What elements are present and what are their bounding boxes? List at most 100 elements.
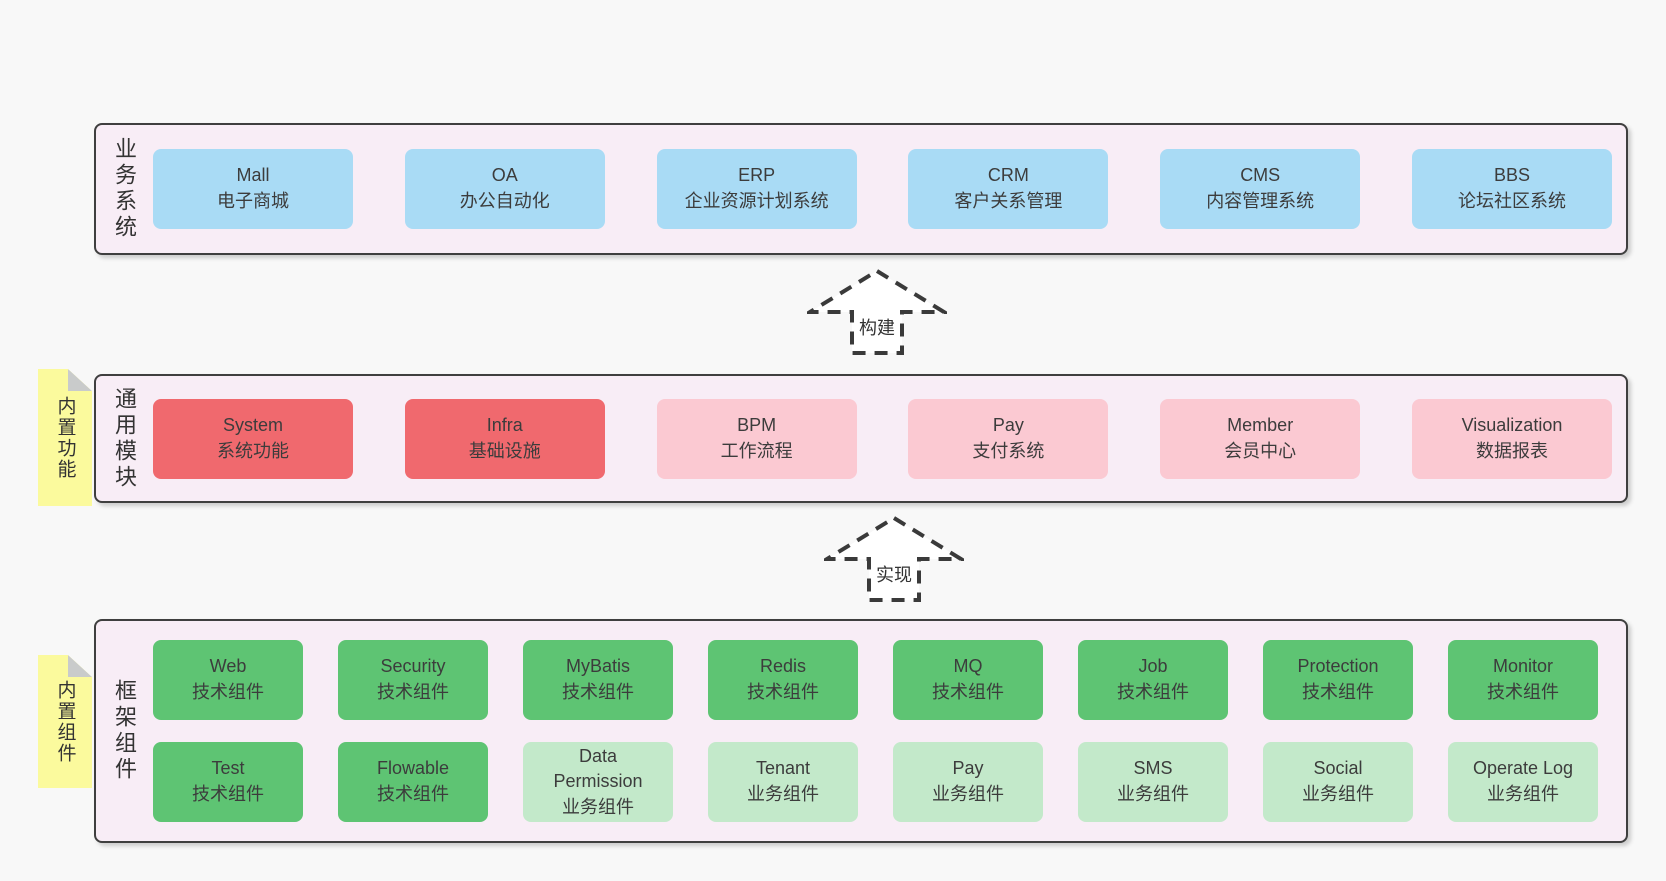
box-subtitle: 企业资源计划系统: [684, 191, 829, 211]
box-subtitle: 工作流程: [720, 440, 793, 461]
side-label-common-modules: 通用模块: [112, 386, 137, 491]
box-pay: Pay 支付系统: [908, 398, 1109, 479]
box-web: Web 技术组件: [153, 640, 303, 720]
box-infra: Infra 基础设施: [404, 398, 605, 479]
box-subtitle: 论坛社区系统: [1457, 191, 1566, 211]
box-subtitle: 电子商城: [217, 191, 289, 211]
box-subtitle: 系统功能: [217, 440, 289, 461]
box-data-permission: Data Permission 业务组件: [523, 742, 673, 822]
box-title: ERP: [738, 165, 776, 186]
box-subtitle: 技术组件: [1302, 682, 1374, 702]
box-subtitle: 技术组件: [192, 682, 264, 702]
box-subtitle: 数据报表: [1475, 440, 1548, 461]
box-visualization: Visualization 数据报表: [1411, 398, 1612, 479]
box-subtitle: 业务组件: [1487, 784, 1559, 804]
box-row: System 系统功能 Infra 基础设施 BPM 工作流程 Pay 支付系统 Member 会…: [153, 398, 1612, 479]
box-title: Operate Log: [1472, 758, 1574, 779]
box-cms: CMS 内容管理系统: [1160, 149, 1361, 229]
box-operate-log: Operate Log 业务组件: [1448, 742, 1598, 822]
box-subtitle: 技术组件: [747, 682, 819, 702]
box-title: MyBatis: [565, 656, 630, 677]
box-subtitle: 技术组件: [377, 784, 449, 804]
box-title: Member: [1227, 414, 1294, 435]
box-mybatis: MyBatis 技术组件: [523, 640, 673, 720]
box-title: Pay: [952, 758, 984, 779]
folded-corner-icon: [68, 369, 92, 391]
arrow-label: 构建: [859, 318, 895, 338]
box-subtitle: 业务组件: [932, 784, 1004, 804]
box-subtitle: 业务组件: [747, 784, 819, 804]
box-title: Tenant: [755, 758, 811, 779]
box-sms: SMS 业务组件: [1078, 742, 1228, 822]
box-title: Monitor: [1492, 656, 1554, 677]
box-job: Job 技术组件: [1078, 640, 1228, 720]
box-pay: Pay 业务组件: [893, 742, 1043, 822]
arrow-up-build: 构建: [807, 268, 947, 356]
box-title: MQ: [953, 656, 983, 677]
box-subtitle: 技术组件: [1117, 682, 1189, 702]
box-title: CMS: [1240, 165, 1281, 186]
box-erp: ERP 企业资源计划系统: [656, 149, 857, 229]
side-label-business-systems: 业务系统: [112, 137, 137, 241]
box-title: Redis: [759, 656, 807, 677]
box-monitor: Monitor 技术组件: [1448, 640, 1598, 720]
box-title: Web: [209, 656, 247, 677]
box-protection: Protection 技术组件: [1263, 640, 1413, 720]
box-subtitle: 业务组件: [562, 796, 634, 817]
box-subtitle: 技术组件: [192, 784, 264, 804]
box-subtitle: 技术组件: [932, 682, 1004, 702]
box-bpm: BPM 工作流程: [656, 398, 857, 479]
box-title: OA: [491, 165, 518, 186]
side-label-framework-components: 框架组件: [112, 679, 137, 783]
box-title: BBS: [1493, 165, 1530, 186]
box-title: Visualization: [1461, 414, 1563, 435]
box-oa: OA 办公自动化: [404, 149, 605, 229]
box-subtitle: 基础设施: [468, 440, 541, 461]
box-redis: Redis 技术组件: [708, 640, 858, 720]
box-tenant: Tenant 业务组件: [708, 742, 858, 822]
dashed-up-arrow-icon: [824, 515, 964, 602]
box-system: System 系统功能: [153, 398, 353, 479]
box-title: CRM: [987, 165, 1029, 186]
box-subtitle: 业务组件: [1117, 784, 1189, 804]
box-subtitle: 技术组件: [562, 682, 634, 702]
arrow-up-implement: 实现: [824, 515, 964, 603]
box-subtitle: 技术组件: [377, 682, 449, 702]
sticky-note-text: 内置组件: [54, 679, 76, 764]
layer-rows: System 系统功能 Infra 基础设施 BPM 工作流程 Pay 支付系统 Member 会…: [153, 376, 1612, 501]
box-title: System: [222, 414, 283, 435]
box-title: Job: [1138, 656, 1168, 677]
sticky-note-text: 内置功能: [54, 395, 76, 480]
folded-corner-icon: [68, 655, 92, 677]
box-bbs: BBS 论坛社区系统: [1411, 149, 1612, 229]
box-subtitle: 办公自动化: [459, 191, 550, 211]
box-title: Infra: [486, 414, 523, 435]
box-title: Test: [211, 758, 245, 779]
box-crm: CRM 客户关系管理: [908, 149, 1109, 229]
box-title: Data Permission: [553, 745, 643, 792]
box-title: SMS: [1133, 758, 1173, 779]
box-subtitle: 会员中心: [1224, 440, 1297, 461]
box-title: Protection: [1297, 656, 1379, 677]
box-member: Member 会员中心: [1160, 398, 1361, 479]
box-subtitle: 客户关系管理: [954, 191, 1063, 211]
box-title: Social: [1313, 758, 1363, 779]
box-test: Test 技术组件: [153, 742, 303, 822]
box-subtitle: 支付系统: [972, 440, 1045, 461]
box-subtitle: 技术组件: [1487, 682, 1559, 702]
box-subtitle: 内容管理系统: [1206, 191, 1315, 211]
dashed-up-arrow-icon: [807, 268, 947, 355]
box-subtitle: 业务组件: [1302, 784, 1374, 804]
box-title: Pay: [992, 414, 1024, 435]
box-title: BPM: [737, 414, 777, 435]
